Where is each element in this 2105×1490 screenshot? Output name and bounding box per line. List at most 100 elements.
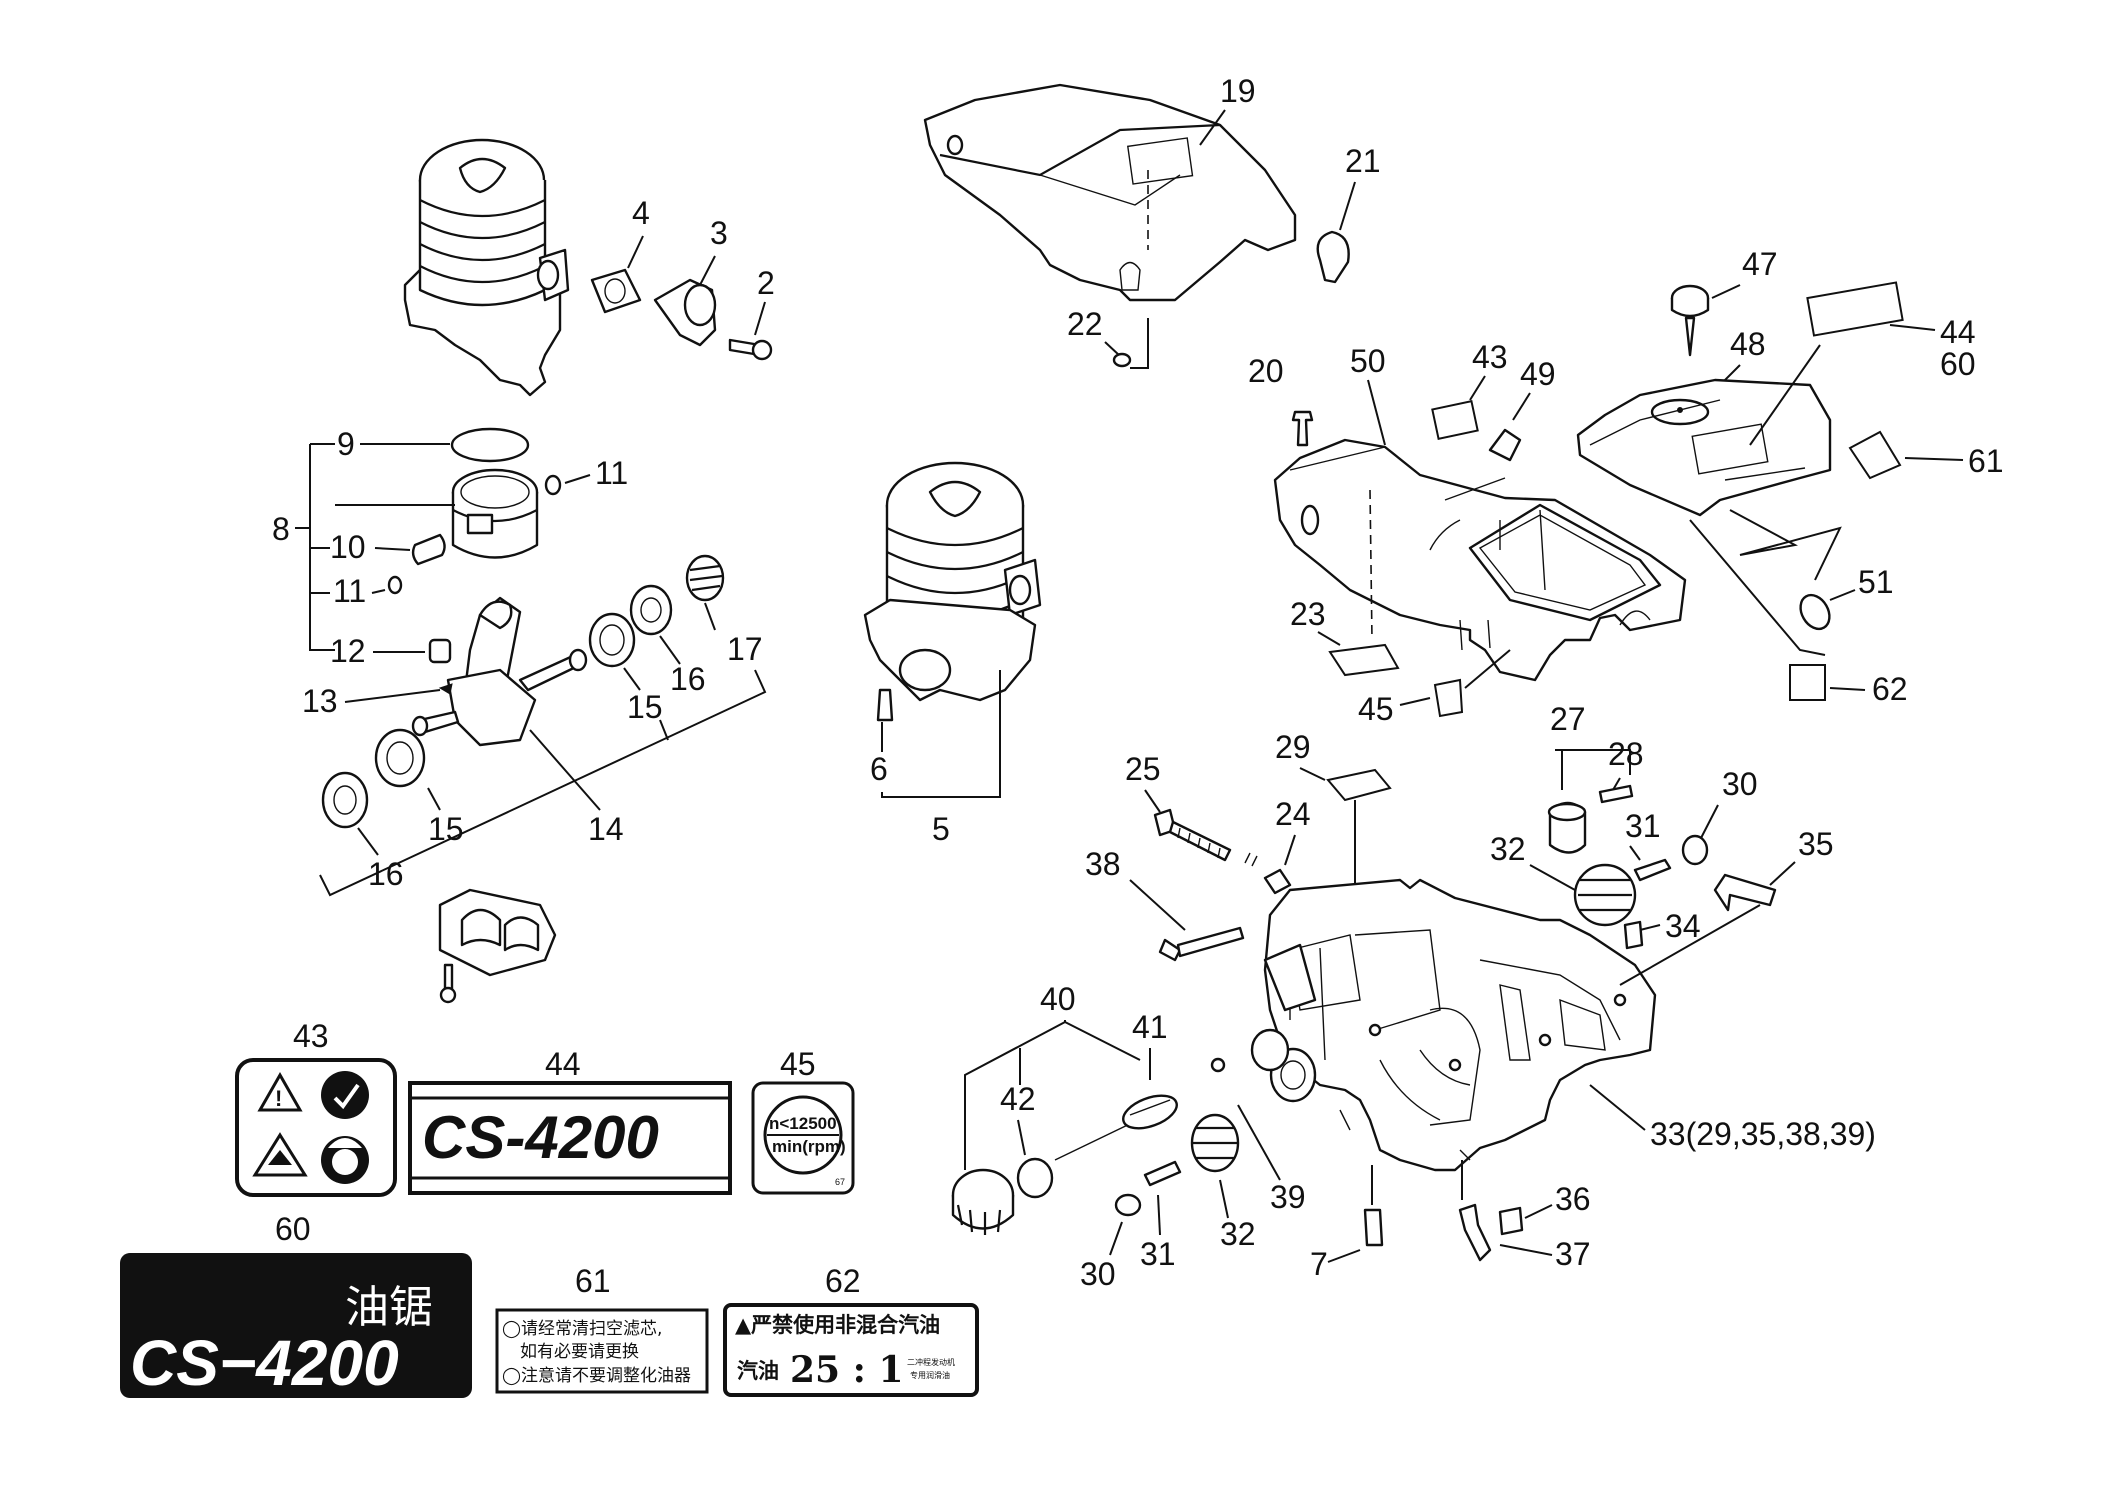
decal-61-line3: ◯注意请不要调整化油器 xyxy=(502,1366,691,1386)
label-45-top: 45 xyxy=(1358,691,1394,727)
cylinder-5 xyxy=(863,461,1042,702)
label-33: 33(29,35,38,39) xyxy=(1650,1116,1876,1152)
label-30-left: 30 xyxy=(1080,1256,1116,1292)
label-34: 34 xyxy=(1665,908,1701,944)
decal-61-line2: 如有必要请更换 xyxy=(520,1342,639,1362)
pin-10 xyxy=(411,533,446,566)
label-4: 4 xyxy=(632,195,650,231)
bolt-31-right xyxy=(1633,858,1672,882)
bearing-15-right xyxy=(588,612,636,668)
decal-60-line2: CS−4200 xyxy=(130,1327,399,1399)
gasket-4 xyxy=(590,268,642,314)
label-32-left: 32 xyxy=(1220,1216,1256,1252)
label-19: 19 xyxy=(1220,73,1256,109)
top-cover-19 xyxy=(923,83,1297,302)
screw-20 xyxy=(1291,410,1314,447)
cylinder-top xyxy=(403,138,570,397)
label-3: 3 xyxy=(710,215,728,251)
label-44: 44 xyxy=(545,1046,581,1082)
label-31-right: 31 xyxy=(1625,808,1661,844)
mount-32-left xyxy=(1190,1113,1240,1173)
label-15-right: 15 xyxy=(627,689,663,725)
decal-62-small1: 二冲程发动机 xyxy=(907,1357,955,1367)
label-62: 62 xyxy=(825,1263,861,1299)
label-49: 49 xyxy=(1520,356,1556,392)
decal-43-small xyxy=(1431,399,1479,441)
bolt-6 xyxy=(876,688,894,722)
label-16-right: 16 xyxy=(670,661,706,697)
decal-44: CS-4200 xyxy=(408,1081,732,1195)
label-32-right: 32 xyxy=(1490,831,1526,867)
label-40: 40 xyxy=(1040,981,1076,1017)
label-42: 42 xyxy=(1000,1081,1036,1117)
bolt-38 xyxy=(1158,926,1245,962)
screw-34 xyxy=(1623,920,1644,950)
bearing-15-left xyxy=(374,728,426,788)
decal-62: ▲严禁使用非混合汽油 汽油 25 : 1 二冲程发动机 专用润滑油 xyxy=(723,1303,979,1397)
label-11-bottom: 11 xyxy=(333,573,366,609)
washer-30-left xyxy=(1114,1193,1142,1217)
screw-28 xyxy=(1598,784,1634,804)
decal-60-line1: 油锯 xyxy=(345,1282,433,1333)
label-14: 14 xyxy=(588,811,624,847)
mount-32-right xyxy=(1573,863,1637,927)
strainer-41 xyxy=(1054,1094,1178,1161)
svg-text:!: ! xyxy=(275,1086,282,1111)
washer-30-right xyxy=(1681,834,1709,866)
crankshaft-14 xyxy=(411,596,588,747)
decal-45-code: 67 xyxy=(835,1177,845,1187)
label-31-left: 31 xyxy=(1140,1236,1176,1272)
decal-60: 油锯 CS−4200 xyxy=(120,1253,472,1399)
label-28: 28 xyxy=(1608,736,1644,772)
label-39: 39 xyxy=(1270,1179,1306,1215)
decal-62-fuel: 汽油 xyxy=(737,1359,779,1383)
label-12: 12 xyxy=(330,633,366,669)
cap-51 xyxy=(1799,593,1831,631)
label-8: 8 xyxy=(272,511,290,547)
decal-62-line1: ▲严禁使用非混合汽油 xyxy=(735,1313,940,1337)
bolt-31-left xyxy=(1143,1160,1182,1187)
decal-44-text: CS-4200 xyxy=(422,1104,659,1171)
intake-3 xyxy=(653,278,717,347)
label-60-small: 60 xyxy=(1940,346,1976,382)
tube-37 xyxy=(1458,1203,1492,1262)
label-51: 51 xyxy=(1858,564,1894,600)
label-61-small: 61 xyxy=(1968,443,2004,479)
label-13: 13 xyxy=(302,683,338,719)
decal-45-small xyxy=(1433,678,1464,718)
cap-47 xyxy=(1670,284,1710,357)
cover-48 xyxy=(1576,378,1832,517)
clip-11-bottom xyxy=(387,575,403,595)
clip-21 xyxy=(1316,230,1350,284)
label-62-small: 62 xyxy=(1872,671,1908,707)
label-35: 35 xyxy=(1798,826,1834,862)
decal-29 xyxy=(1326,768,1392,802)
label-9: 9 xyxy=(337,426,355,462)
bolt-25 xyxy=(1153,808,1232,862)
seal-16-left xyxy=(321,771,369,829)
seal-16-right xyxy=(629,584,673,636)
decal-23 xyxy=(1328,643,1400,677)
screw-36 xyxy=(1498,1206,1524,1236)
label-20: 20 xyxy=(1248,353,1284,389)
label-7: 7 xyxy=(1310,1246,1328,1282)
bracket-35 xyxy=(1713,873,1777,912)
bushing-27 xyxy=(1547,801,1587,854)
label-37: 37 xyxy=(1555,1236,1591,1272)
bearing-12 xyxy=(428,638,452,664)
nut-22 xyxy=(1112,352,1132,368)
label-17: 17 xyxy=(727,631,763,667)
filter-cover-50 xyxy=(1273,438,1687,682)
grommet-49 xyxy=(1488,428,1522,462)
decal-45: n<12500 min(rpm) 67 xyxy=(751,1081,855,1195)
decal-62-small xyxy=(1789,664,1826,701)
label-41: 41 xyxy=(1132,1009,1168,1045)
label-29: 29 xyxy=(1275,729,1311,765)
label-21: 21 xyxy=(1345,143,1381,179)
label-16-left: 16 xyxy=(368,856,404,892)
label-10: 10 xyxy=(330,529,366,565)
label-23: 23 xyxy=(1290,596,1326,632)
decal-61: ◯请经常清扫空滤芯, 如有必要请更换 ◯注意请不要调整化油器 xyxy=(495,1308,709,1394)
label-25: 25 xyxy=(1125,751,1161,787)
clip-11-top xyxy=(544,474,562,496)
